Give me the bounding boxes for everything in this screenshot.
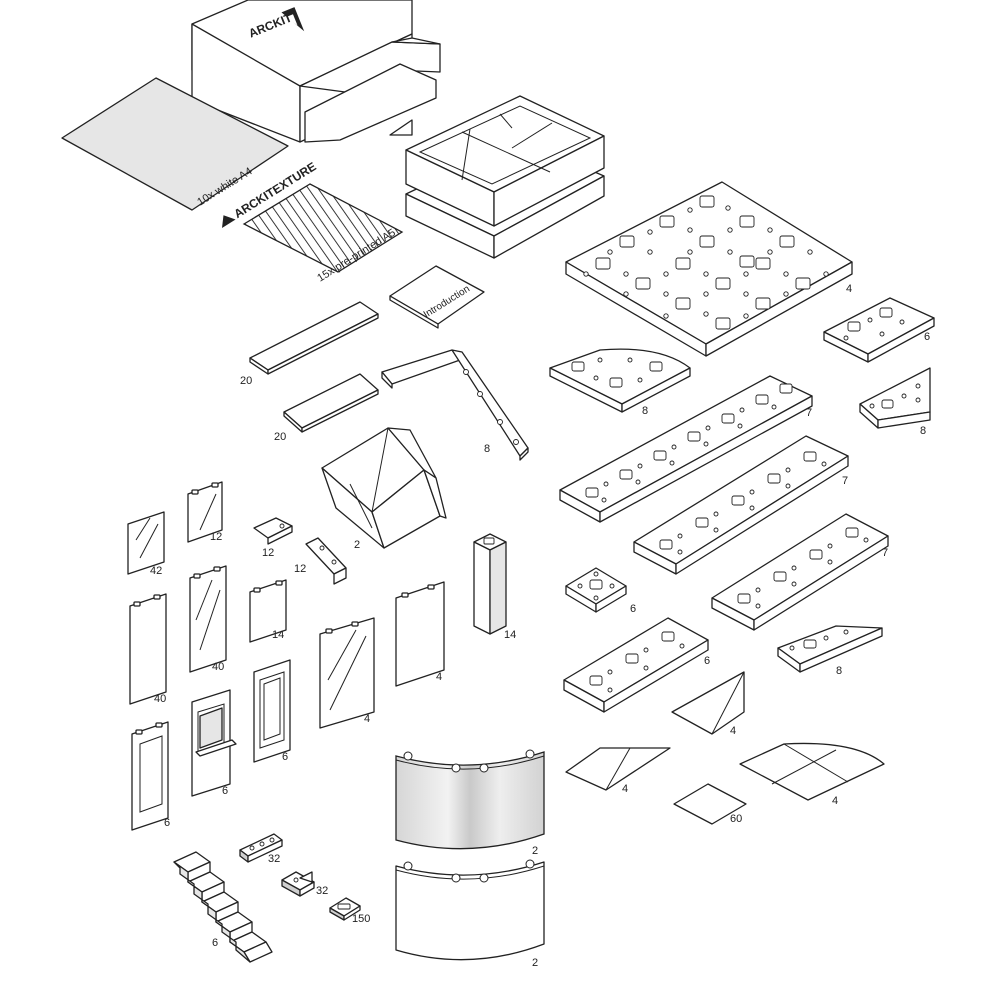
door-panel: 6 [131, 721, 170, 831]
qty-label: 8 [920, 425, 926, 437]
square-column: 14 [473, 533, 516, 641]
qty-label: 7 [806, 407, 812, 419]
packaging-box: ARCKIT [191, 0, 441, 143]
qty-label: 4 [436, 671, 442, 683]
qty-label: 32 [316, 885, 328, 897]
mini-connector: 150 [329, 897, 370, 925]
connector-clip-a: 12 [253, 517, 293, 559]
qty-label: 6 [282, 751, 288, 763]
wall-panel-small: 14 [249, 579, 287, 643]
qty-label: 8 [642, 405, 648, 417]
quarter-round-plate: 8 [549, 348, 691, 417]
floor-slab-short: 20 [274, 373, 379, 443]
qty-label: 4 [730, 725, 736, 737]
qty-label: 4 [846, 283, 852, 295]
qty-label: 8 [484, 443, 490, 455]
qty-label: 8 [836, 665, 842, 677]
qty-label: 40 [212, 661, 224, 673]
qty-label: 32 [268, 853, 280, 865]
triangle-tile: 4 [671, 671, 745, 737]
base-plate-large: 4 [565, 181, 853, 357]
arckit-box-logo: ARCKIT [247, 7, 305, 41]
roof-beam: 8 [381, 349, 529, 461]
triangle-plate-b: 8 [777, 625, 883, 677]
introduction-booklet: Introduction [389, 265, 485, 329]
sorting-trays [405, 95, 605, 259]
wall-panel-tall: 40 [129, 593, 167, 705]
qty-label: 4 [364, 713, 370, 725]
qty-label: 7 [842, 475, 848, 487]
glass-panel-square: 42 [127, 511, 165, 577]
qty-label: 40 [154, 693, 166, 705]
qty-label: 2 [532, 845, 538, 857]
straight-connector: 32 [239, 833, 283, 865]
plate-long-a: 7 [559, 375, 813, 523]
qty-label: 6 [164, 817, 170, 829]
qty-label: 14 [272, 629, 284, 641]
triangle-plate-a: 8 [859, 367, 931, 437]
qty-label: 4 [832, 795, 838, 807]
window-panel-tall: 6 [253, 659, 291, 763]
half-triangle-tile: 4 [565, 747, 671, 795]
qty-label: 20 [274, 431, 286, 443]
glass-panel-small: 12 [187, 481, 223, 543]
square-tile: 60 [673, 783, 747, 825]
qty-label: 12 [262, 547, 274, 559]
qty-label: 60 [730, 813, 742, 825]
plate-2x3: 6 [823, 297, 935, 363]
qty-label: 6 [630, 603, 636, 615]
qty-label: 6 [212, 937, 218, 949]
qty-label: 2 [354, 539, 360, 551]
qty-label: 42 [150, 565, 162, 577]
qty-label: 6 [704, 655, 710, 667]
qty-label: 7 [882, 547, 888, 559]
qty-label: 12 [210, 531, 222, 543]
gable-roof: 2 [321, 427, 447, 551]
glass-panel-large: 4 [319, 617, 375, 729]
qty-label: 2 [532, 957, 538, 969]
plate-medium: 6 [563, 617, 710, 713]
corner-connector: 32 [281, 871, 328, 897]
qty-label: 4 [622, 783, 628, 795]
window-panel-sash: 6 [191, 689, 237, 797]
curved-glass-panel: 2 [395, 749, 545, 857]
qty-label: 14 [504, 629, 516, 641]
staircase: 6 [173, 851, 273, 963]
wall-panel-large: 4 [395, 581, 445, 687]
curved-wall-panel: 2 [395, 859, 545, 969]
plate-long-c: 7 [711, 513, 889, 631]
quarter-round-tile: 4 [739, 742, 885, 807]
qty-label: 6 [924, 331, 930, 343]
qty-label: 6 [222, 785, 228, 797]
glass-panel-tall: 40 [189, 565, 227, 673]
plate-long-b: 7 [633, 435, 849, 575]
plate-square-small: 6 [565, 567, 636, 615]
qty-label: 12 [294, 563, 306, 575]
floor-slab-long: 20 [240, 301, 379, 387]
qty-label: 150 [352, 913, 370, 925]
connector-clip-b: 12 [294, 537, 347, 585]
qty-label: 20 [240, 375, 252, 387]
